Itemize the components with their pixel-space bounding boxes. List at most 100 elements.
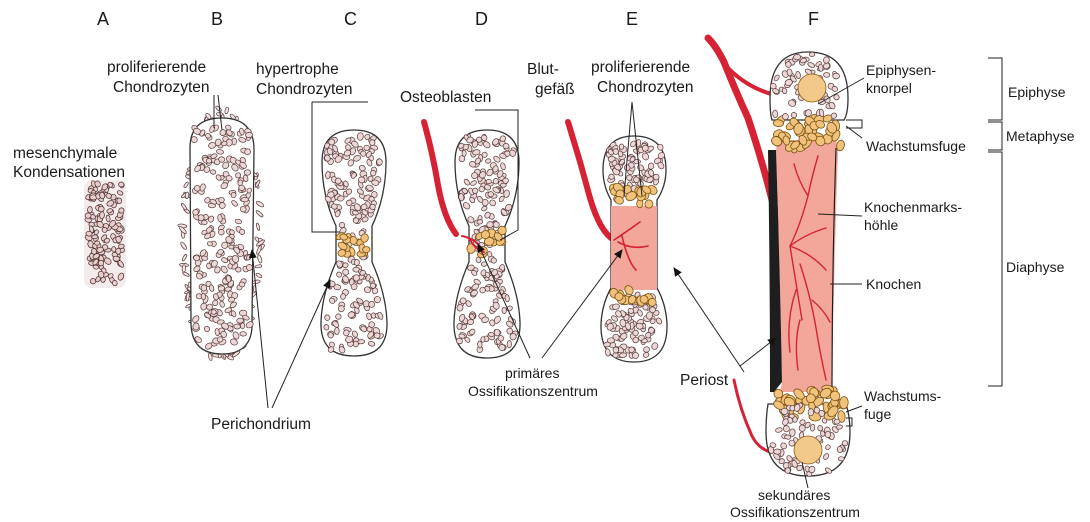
label-prolif-b-1: proliferierende	[107, 59, 206, 76]
cell	[357, 132, 364, 140]
stage-e-model	[568, 122, 667, 362]
cell	[85, 213, 91, 219]
cell	[818, 64, 823, 71]
cell	[364, 145, 370, 151]
cell	[376, 159, 382, 166]
cell	[467, 319, 474, 325]
cell	[459, 155, 465, 161]
stage-a-condensation	[84, 180, 126, 288]
label-primaer-2: Ossifikationszentrum	[468, 383, 598, 399]
label-prolif-b-2: Chondrozyten	[113, 79, 210, 96]
cell	[790, 429, 796, 437]
cell	[206, 158, 212, 163]
cell	[94, 241, 100, 246]
cell	[255, 272, 262, 278]
cell	[206, 263, 212, 270]
cell	[224, 107, 229, 114]
marrow-cavity-e	[611, 206, 657, 290]
cell	[809, 52, 815, 57]
cell	[325, 171, 330, 179]
cell	[240, 332, 247, 337]
cell	[486, 179, 492, 184]
stage-b-cartilage-model	[178, 105, 266, 361]
cell	[808, 409, 814, 416]
region-diaphyse: Diaphyse	[1006, 259, 1065, 275]
cell	[118, 182, 124, 187]
label-prolif-e-1: proliferierende	[591, 59, 690, 76]
label-wachstumsfuge-top: Wachstumsfuge	[866, 138, 966, 154]
cell	[793, 417, 798, 423]
label-primaer-1: primäres	[505, 365, 559, 381]
secondary-ossification-bottom	[794, 436, 822, 464]
cell	[201, 285, 207, 292]
blood-vessel-d	[424, 122, 456, 234]
cell	[791, 112, 797, 118]
arrow-perichondrium-c	[272, 280, 330, 408]
stage-label-f: F	[808, 9, 819, 29]
label-periost: Periost	[680, 372, 729, 389]
stage-label-e: E	[626, 9, 638, 29]
cell	[113, 256, 120, 262]
region-metaphyse: Metaphyse	[1006, 128, 1075, 144]
cell	[339, 222, 345, 228]
cell	[193, 323, 200, 331]
cell	[785, 61, 791, 67]
cell	[181, 254, 187, 262]
cell	[334, 284, 342, 290]
label-mesenchymal-2: Kondensationen	[13, 164, 125, 181]
cell	[362, 246, 370, 253]
cell	[208, 353, 213, 361]
bracket-wachstumsfuge-top	[846, 120, 862, 128]
stage-c-cartilage-model	[321, 130, 387, 356]
stage-f-long-bone	[708, 38, 850, 477]
cell	[785, 468, 791, 474]
label-hyper-c-2: Chondrozyten	[256, 81, 353, 98]
cell	[207, 241, 213, 246]
cell	[351, 283, 358, 290]
arrow-perichondrium-b	[252, 250, 268, 408]
cell	[239, 310, 247, 316]
cell	[211, 310, 216, 315]
cell	[245, 132, 252, 137]
cell	[500, 183, 506, 187]
cell	[215, 105, 222, 112]
cell	[615, 292, 624, 301]
cell	[772, 110, 778, 118]
cell	[241, 197, 249, 201]
cell	[112, 280, 118, 286]
cell	[201, 220, 207, 225]
stage-label-d: D	[475, 9, 488, 29]
label-blutgefaess-2: gefäß	[535, 81, 575, 98]
cell	[185, 192, 189, 199]
cell	[476, 137, 482, 143]
cell	[240, 323, 245, 329]
region-epiphyse: Epiphyse	[1008, 84, 1066, 100]
leader-wachstumsfuge-bottom	[846, 406, 862, 412]
cell	[255, 210, 264, 218]
cell	[494, 329, 500, 336]
cell	[507, 340, 512, 348]
stage-label-c: C	[344, 9, 357, 29]
cell	[340, 293, 346, 299]
cell	[613, 347, 619, 354]
cell	[810, 424, 815, 431]
label-prolif-e-2: Chondrozyten	[597, 79, 694, 96]
label-wachstumsfuge-bottom-1: Wachstums-	[864, 388, 942, 404]
cell	[335, 313, 341, 319]
brace-diaphyse	[988, 152, 1002, 386]
cell	[255, 200, 264, 208]
label-perichondrium: Perichondrium	[211, 416, 311, 433]
cell	[648, 163, 654, 170]
cell	[219, 197, 225, 202]
cell	[505, 295, 510, 303]
cell	[237, 318, 244, 323]
cell	[92, 235, 98, 240]
cell	[477, 341, 482, 348]
stage-letters: A B C D E F	[97, 9, 819, 29]
cell	[201, 293, 206, 300]
cell	[460, 297, 467, 304]
region-braces	[988, 58, 1002, 386]
cell	[374, 333, 380, 339]
label-epiknorpel-1: Epiphysen-	[866, 62, 936, 78]
